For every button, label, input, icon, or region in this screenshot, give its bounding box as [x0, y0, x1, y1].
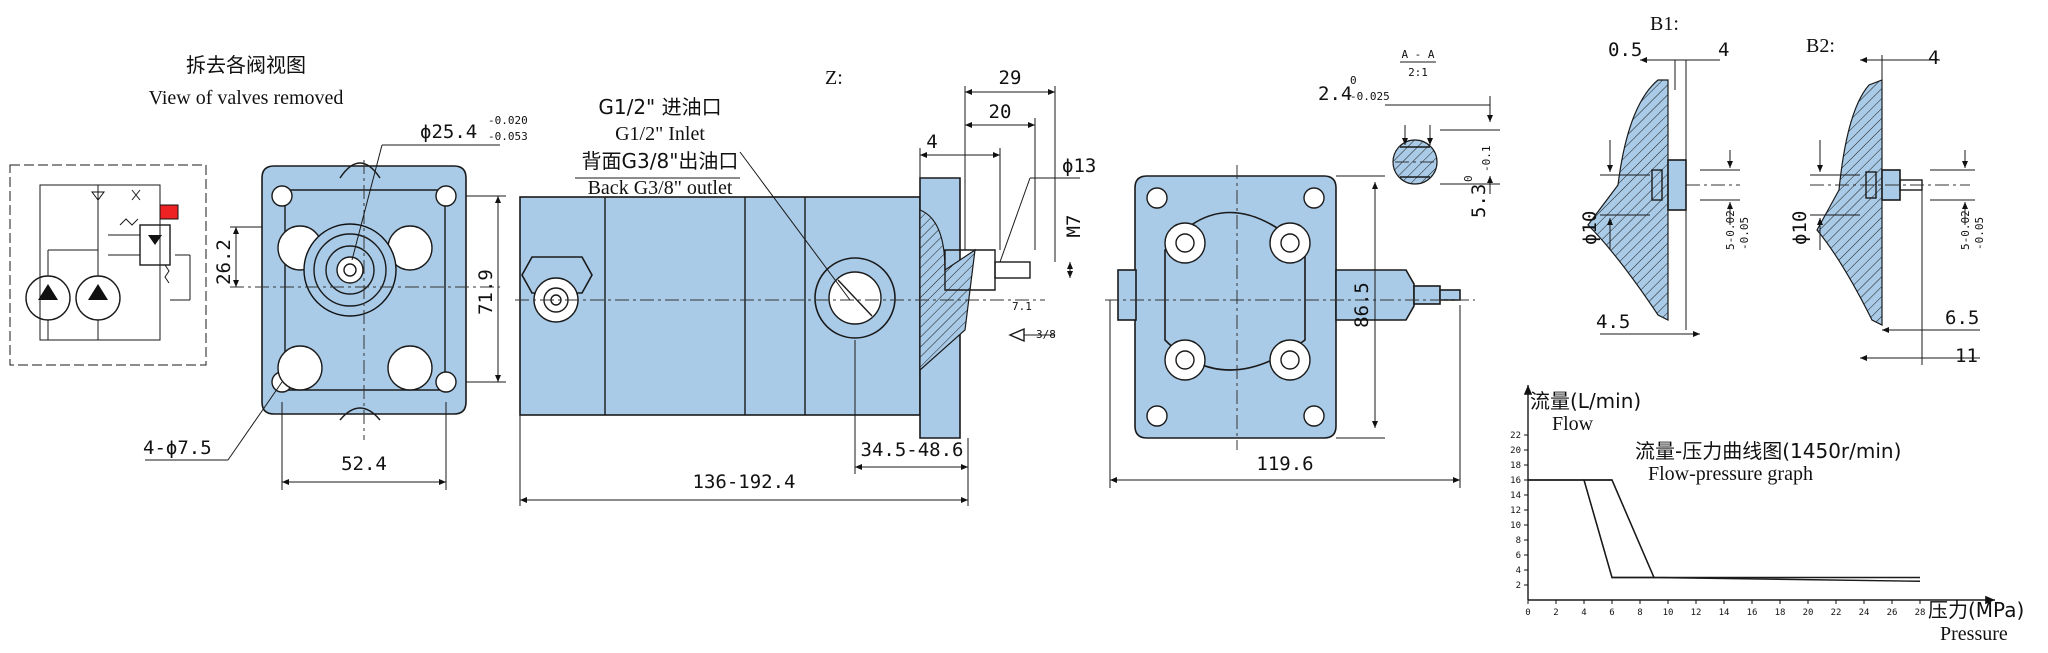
chart-x-tick-label: 18: [1775, 608, 1786, 618]
dim-2-4: 2.4: [1318, 83, 1352, 105]
section-scale: 2:1: [1408, 66, 1428, 79]
small-7-1: 7.1: [1012, 300, 1032, 313]
b1-dim-0-5: 0.5: [1608, 39, 1642, 61]
b2-dim-4: 4: [1928, 47, 1939, 69]
chart-series-upper: [1528, 479, 1921, 582]
tol-25-4-upper: -0.020: [488, 114, 528, 127]
b2-dim-11: 11: [1955, 345, 1978, 367]
inlet-label-en: G1/2" Inlet: [615, 123, 705, 145]
dim-52-4: 52.4: [341, 453, 387, 475]
chart-series-lower: [1528, 479, 1920, 579]
chart-x-tick-label: 8: [1637, 608, 1642, 618]
dim-5-3: 5.3: [1468, 184, 1490, 218]
dim-136: 136-192.4: [693, 471, 796, 493]
b1-dim-5-lower: -0.05: [1738, 217, 1751, 250]
outlet-label-cn: 背面G3/8"出油口: [582, 149, 739, 173]
dim-20: 20: [989, 101, 1012, 123]
chart-y-tick-label: 10: [1510, 521, 1521, 531]
b2-dim-6-5: 6.5: [1945, 307, 1979, 329]
chart-x-tick-label: 0: [1525, 608, 1530, 618]
side-view: [515, 86, 1080, 506]
chart-y-tick-label: 12: [1510, 506, 1521, 516]
chart-x-tick-label: 6: [1609, 608, 1614, 618]
tol-5-3-upper: 0: [1462, 175, 1475, 182]
chart-y-tick-label: 4: [1516, 566, 1521, 576]
chart-x-tick-label: 20: [1803, 608, 1814, 618]
view-z-label: Z:: [825, 67, 843, 89]
dim-phi-13: ϕ13: [1062, 155, 1096, 177]
dim-71-9: 71.9: [475, 269, 497, 315]
chart-y-label-cn: 流量(L/min): [1530, 389, 1641, 413]
b1-dim-4: 4: [1718, 39, 1729, 61]
b1-dim-phi10: ϕ10: [1579, 211, 1601, 245]
chart-x-label-cn: 压力(MPa): [1928, 598, 2024, 622]
chart-x-tick-label: 14: [1719, 608, 1730, 618]
section-a-a: [1385, 96, 1500, 194]
chart-x-tick-label: 2: [1553, 608, 1558, 618]
tol-5-3-lower: -0.1: [1480, 146, 1493, 173]
outlet-label-en: Back G3/8" outlet: [588, 177, 733, 199]
small-3-8: 3/8: [1036, 328, 1056, 341]
chart-x-tick-label: 16: [1747, 608, 1758, 618]
dim-26-2: 26.2: [213, 239, 235, 285]
valves-removed-en: View of valves removed: [149, 87, 344, 109]
b1-label: B1:: [1650, 13, 1679, 35]
b2-label: B2:: [1806, 35, 1835, 57]
detail-b2: [1810, 55, 1980, 365]
b2-dim-5: 5-0.02: [1959, 210, 1972, 250]
dim-29: 29: [999, 67, 1022, 89]
chart-title-en: Flow-pressure graph: [1648, 463, 1813, 485]
chart-title-cn: 流量-压力曲线图(1450r/min): [1635, 439, 1901, 463]
tol-25-4-lower: -0.053: [488, 130, 528, 143]
hydraulic-schematic: [9, 164, 207, 366]
chart-x-tick-label: 12: [1691, 608, 1702, 618]
valves-removed-cn: 拆去各阀视图: [186, 53, 306, 77]
chart-x-tick-label: 24: [1859, 608, 1870, 618]
chart-x-tick-label: 4: [1581, 608, 1586, 618]
b2-dim-5-lower: -0.05: [1973, 217, 1986, 250]
tol-2-4-upper: 0: [1350, 74, 1357, 87]
chart-x-tick-label: 26: [1887, 608, 1898, 618]
chart-y-tick-label: 20: [1510, 446, 1521, 456]
chart-y-tick-label: 6: [1516, 551, 1521, 561]
dim-phi-25-4: ϕ25.4: [420, 121, 477, 143]
detail-b1: [1587, 57, 1740, 337]
chart-x-tick-label: 28: [1915, 608, 1926, 618]
section-aa-label: A - A: [1401, 48, 1434, 61]
chart-x-label-en: Pressure: [1940, 623, 2008, 645]
dim-m7: M7: [1063, 215, 1085, 238]
b1-dim-4-5: 4.5: [1596, 311, 1630, 333]
dim-119-6: 119.6: [1256, 453, 1313, 475]
b1-dim-5: 5-0.02: [1724, 210, 1737, 250]
inlet-label-cn: G1/2" 进油口: [598, 95, 721, 119]
chart-x-tick-label: 22: [1831, 608, 1842, 618]
chart-y-tick-label: 18: [1510, 461, 1521, 471]
chart-y-tick-label: 16: [1510, 476, 1521, 486]
chart-y-tick-label: 22: [1510, 431, 1521, 441]
rear-view: [1105, 165, 1475, 488]
dim-4: 4: [926, 131, 937, 153]
dim-34-5: 34.5-48.6: [861, 439, 964, 461]
chart-y-tick-label: 2: [1516, 581, 1521, 591]
b2-dim-phi10: ϕ10: [1789, 211, 1811, 245]
tol-2-4-lower: -0.025: [1350, 90, 1390, 103]
chart-x-tick-label: 10: [1663, 608, 1674, 618]
chart-y-tick-label: 8: [1516, 536, 1521, 546]
chart-y-tick-label: 14: [1510, 491, 1521, 501]
dim-4-holes: 4-ϕ7.5: [143, 437, 212, 459]
front-view: [145, 144, 506, 490]
chart-y-label-en: Flow: [1552, 413, 1594, 435]
dim-86-5: 86.5: [1351, 282, 1373, 328]
